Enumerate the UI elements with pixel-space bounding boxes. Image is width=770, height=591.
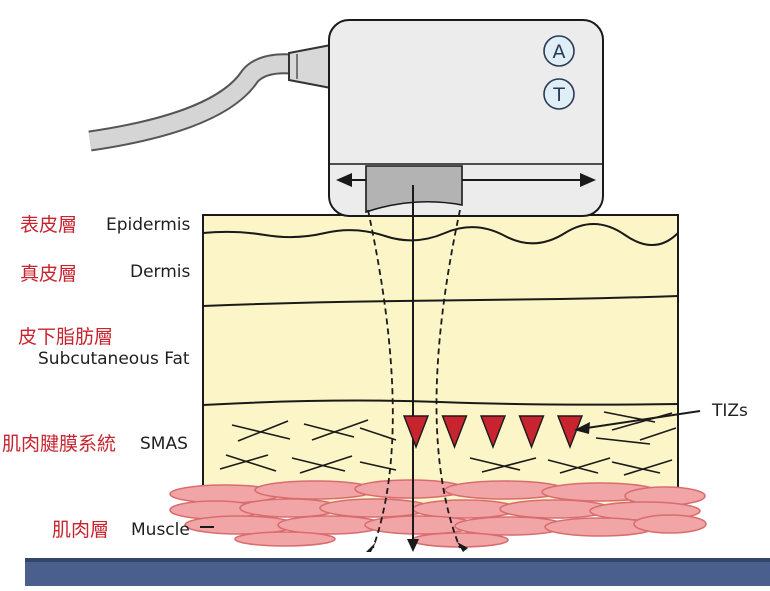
tiz-marker-4 (518, 415, 545, 449)
skin-block (202, 214, 679, 511)
tiz-marker-5 (556, 415, 584, 449)
button-t[interactable]: T (543, 78, 575, 110)
dermis-boundary (202, 295, 679, 307)
cable-connector (288, 43, 332, 90)
button-a[interactable]: A (543, 35, 575, 67)
dermis-label-cn: 真皮層 (20, 263, 77, 285)
center-beam (407, 185, 419, 552)
bottom-bar (25, 558, 770, 586)
epidermis-label-cn: 表皮層 (20, 214, 77, 236)
dermis-label-en: Dermis (130, 262, 191, 282)
button-t-label: T (552, 84, 565, 106)
tizs-pointer (574, 410, 701, 434)
tizs-label: TIZs (711, 401, 748, 421)
tiz-marker-1 (402, 415, 430, 449)
epidermis-boundary (202, 223, 679, 246)
muscle-label-en: Muscle (131, 520, 190, 540)
subcutaneous-fat-label-cn: 皮下脂肪層 (18, 326, 113, 348)
button-a-label: A (553, 41, 566, 63)
tiz-marker-3 (479, 415, 507, 449)
tiz-markers (402, 415, 584, 449)
smas-label-cn: 肌肉腱膜系統 (2, 433, 116, 455)
subcutaneous-fat-label-en: Subcutaneous Fat (38, 349, 190, 369)
muscle-label-cn: 肌肉層 (52, 519, 109, 541)
smas-fibers (219, 411, 677, 476)
smas-label-en: SMAS (140, 434, 188, 454)
tiz-marker-2 (441, 415, 468, 449)
epidermis-label-en: Epidermis (106, 215, 190, 235)
muscle-layer (169, 479, 707, 548)
fat-boundary (202, 399, 679, 406)
